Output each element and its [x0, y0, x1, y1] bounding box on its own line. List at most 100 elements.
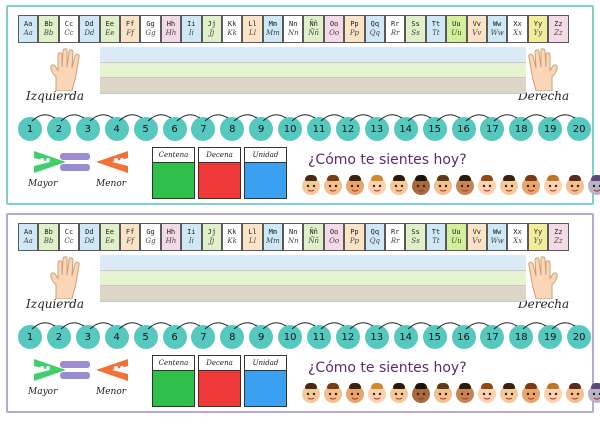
letter-print: Rr: [391, 228, 400, 236]
place-value-box: [199, 163, 240, 198]
letter-cursive: Ii: [188, 29, 194, 37]
number-circle: 7: [191, 325, 216, 349]
letter-print: Oo: [329, 228, 339, 236]
number-circle: 14: [393, 117, 418, 141]
right-hand-icon: [520, 255, 562, 300]
letter-cursive: Ee: [105, 237, 115, 245]
number-circle: 13: [364, 325, 389, 349]
letter-cursive: Tt: [432, 237, 440, 245]
child-face-icon: [588, 175, 600, 195]
letter-print: Jj: [207, 228, 216, 236]
letter-cursive: Gg: [145, 29, 156, 37]
child-face-icon: [302, 175, 320, 195]
child-face-icon: [500, 383, 518, 403]
child-face-icon: [588, 383, 600, 403]
number-circle: 12: [335, 325, 360, 349]
letter-cursive: Ll: [249, 237, 256, 245]
letter-cursive: Oo: [329, 29, 340, 37]
child-face-icon: [544, 383, 562, 403]
letter-cursive: Ss: [411, 237, 420, 245]
letter-cursive: Ww: [490, 237, 504, 245]
number-circle: 11: [307, 325, 331, 349]
child-face-icon: [302, 383, 320, 403]
feelings-question: ¿Cómo te sientes hoy?: [308, 152, 467, 168]
letter-cursive: Mm: [265, 29, 280, 37]
child-face-icon: [390, 383, 408, 403]
letter-print: Tt: [431, 20, 441, 28]
letter-cursive: Rr: [390, 237, 400, 245]
less-than-symbol-icon: [94, 149, 130, 175]
letter-cursive: Kk: [227, 29, 237, 37]
child-face-icon: [434, 383, 452, 403]
child-face-icon: [522, 175, 540, 195]
letter-cursive: Yy: [533, 237, 543, 245]
letter-print: Bb: [44, 20, 53, 28]
greater-label: Mayor: [28, 387, 58, 397]
letter-print: Gg: [146, 20, 155, 28]
letter-cursive: Gg: [145, 237, 156, 245]
letter-cursive: Yy: [533, 29, 543, 37]
number-circle: 19: [538, 117, 563, 141]
child-face-icon: [324, 383, 342, 403]
letter-print: Vv: [472, 228, 481, 236]
letter-print: Ss: [411, 20, 420, 28]
child-face-icon: [500, 175, 518, 195]
letter-cursive: Pp: [349, 29, 360, 37]
letter-print: Pp: [350, 228, 359, 236]
letter-cursive: Hh: [165, 29, 177, 37]
feelings-question: ¿Cómo te sientes hoy?: [308, 360, 467, 376]
letter-print: Yy: [533, 20, 543, 28]
place-value-column: Unidad: [244, 355, 287, 407]
letter-cursive: Vv: [472, 29, 482, 37]
letter-print: Qq: [370, 228, 380, 236]
letter-print: Jj: [207, 20, 216, 28]
letter-cursive: Ll: [249, 29, 256, 37]
letter-cursive: Jj: [209, 237, 215, 245]
letter-cursive: Nn: [287, 237, 299, 245]
number-circle: 2: [46, 117, 71, 141]
letter-cursive: Jj: [209, 29, 215, 37]
letter-print: Gg: [146, 228, 155, 236]
letter-print: Ee: [105, 228, 114, 236]
letter-cursive: Ff: [126, 237, 134, 245]
less-label: Menor: [96, 179, 127, 189]
child-face-icon: [368, 175, 386, 195]
letter-cursive: Zz: [554, 237, 563, 245]
letter-cursive: Bb: [43, 237, 54, 245]
number-circle: 1: [18, 325, 42, 349]
number-circle: 9: [249, 117, 274, 141]
child-face-icon: [478, 383, 496, 403]
letter-cursive: Dd: [84, 29, 95, 37]
letter-print: Zz: [554, 228, 563, 236]
letter-print: Ee: [105, 20, 114, 28]
letter-print: Dd: [85, 20, 94, 28]
letter-cursive: Uu: [451, 29, 462, 37]
letter-print: Kk: [227, 228, 237, 236]
